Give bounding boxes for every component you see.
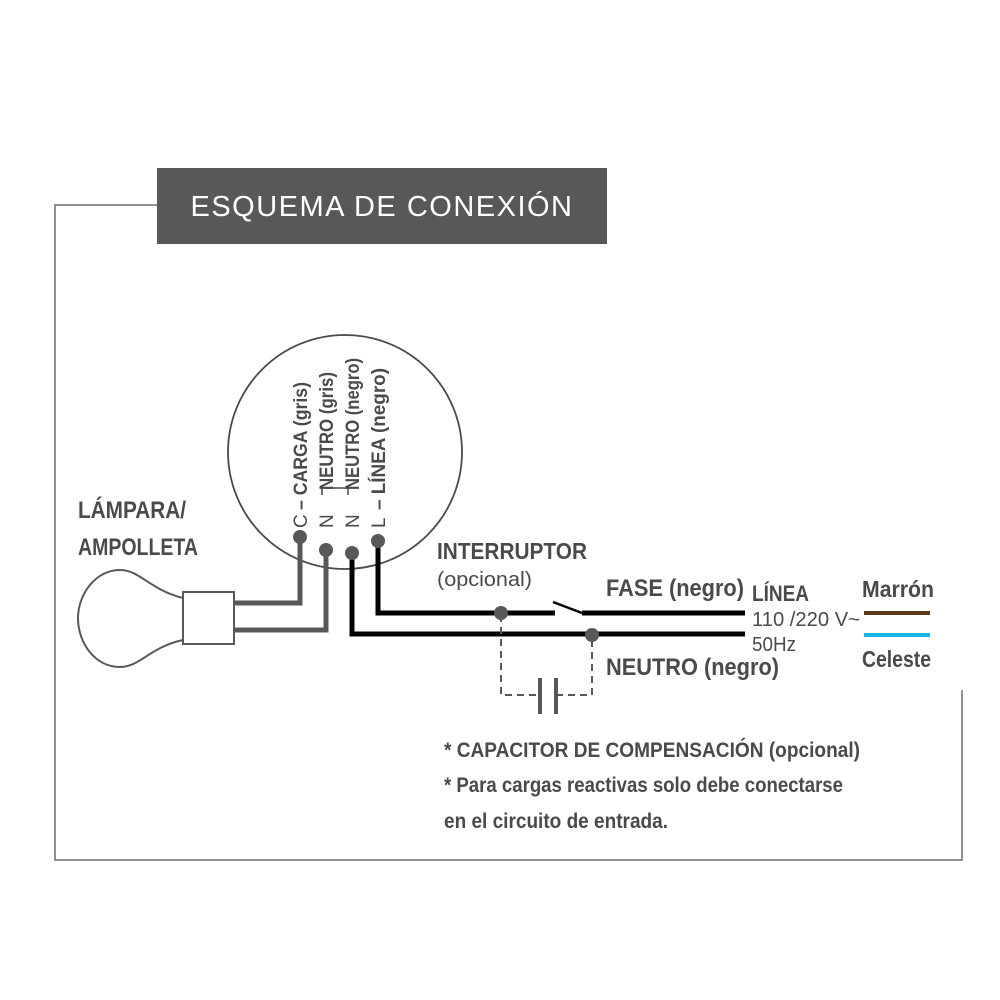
terminal-l-letter: L — [369, 517, 390, 528]
neutral-bridge-icon — [321, 487, 349, 495]
wire-neutro-gris — [234, 550, 329, 633]
terminal-dot-c — [293, 530, 307, 544]
linea-label: LÍNEA — [752, 581, 809, 606]
switch-label: INTERRUPTOR — [437, 538, 587, 564]
title: ESQUEMA DE CONEXIÓN — [190, 190, 573, 223]
linea-voltage: 110 /220 V~ — [752, 609, 860, 631]
legend-marron-label: Marrón — [862, 576, 934, 602]
note-input-circuit: en el circuito de entrada. — [444, 810, 668, 833]
neutro-label: NEUTRO (negro) — [606, 654, 779, 681]
terminal-c-label: – CARGA (gris) — [291, 382, 312, 510]
terminal-n1-letter: N — [317, 514, 338, 528]
lamp-socket-icon — [182, 591, 235, 645]
wire-neutro-negro — [349, 553, 745, 637]
lamp-label-line1: LÁMPARA/ — [78, 496, 186, 524]
note-reactive-loads: * Para cargas reactivas solo debe conect… — [444, 774, 843, 797]
legend-celeste-label: Celeste — [862, 646, 931, 672]
note-capacitor: * CAPACITOR DE COMPENSACIÓN (opcional) — [444, 738, 860, 762]
terminal-n2-letter: N — [343, 514, 364, 528]
terminal-dot-n2 — [345, 546, 359, 560]
lamp-bulb-icon — [76, 568, 184, 669]
lamp-label-line2: AMPOLLETA — [78, 534, 198, 561]
capacitor-wire-left — [500, 615, 540, 696]
linea-frequency: 50Hz — [752, 634, 796, 656]
switch-note: (opcional) — [437, 569, 532, 591]
switch-lever-icon — [552, 600, 583, 615]
junction-dot-neutro — [585, 628, 599, 642]
capacitor-wire-right — [556, 637, 593, 696]
frame-border — [54, 204, 963, 861]
title-box — [157, 168, 607, 244]
terminal-n1-label: NEUTRO (gris) — [317, 372, 338, 490]
terminal-c-letter: C — [291, 514, 312, 528]
fase-label: FASE (negro) — [606, 575, 744, 602]
junction-dot-fase — [494, 606, 508, 620]
terminal-n2-label: NEUTRO (negro) — [343, 358, 364, 490]
terminal-l-label: – LÍNEA (negro) — [368, 368, 390, 510]
wire-carga — [234, 537, 303, 606]
terminal-dot-l — [371, 534, 385, 548]
terminal-dot-n1 — [319, 543, 333, 557]
device-circle — [227, 334, 463, 570]
